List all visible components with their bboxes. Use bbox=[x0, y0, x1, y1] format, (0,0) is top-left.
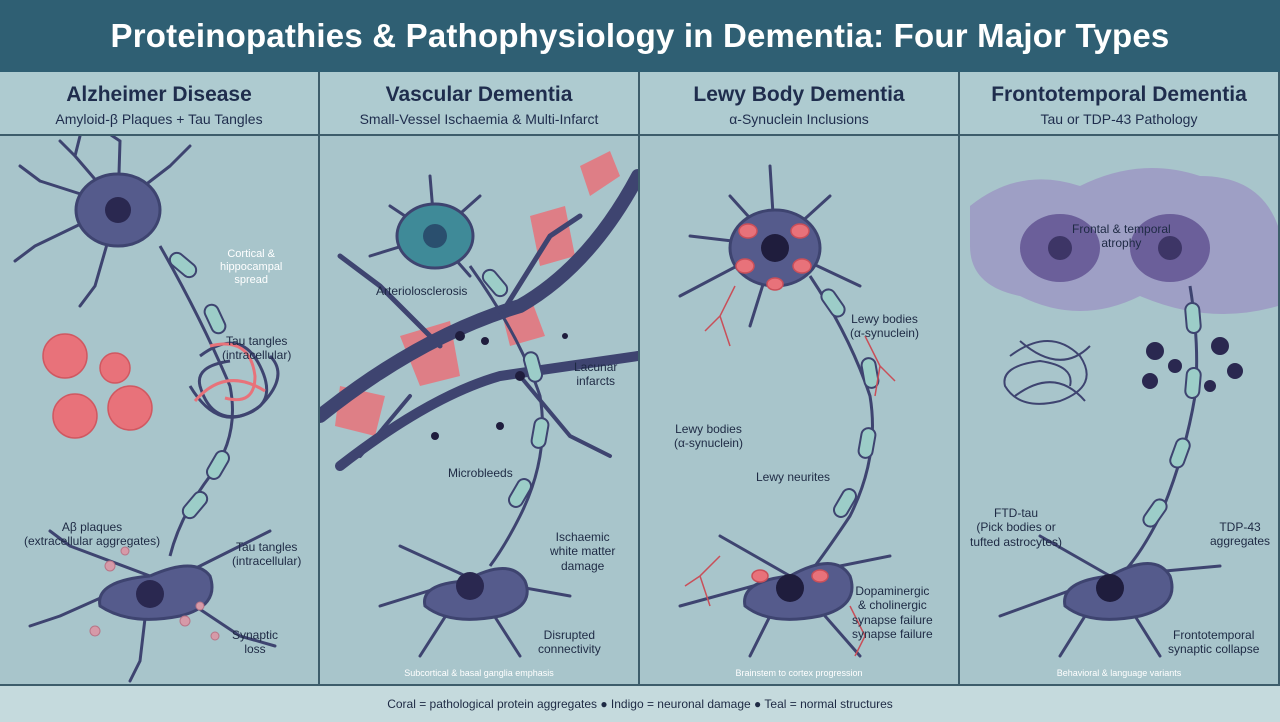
label-synaptic-loss: Synaptic loss bbox=[232, 628, 278, 657]
panel-subtitle: α-Synuclein Inclusions bbox=[640, 111, 958, 127]
panel-alzheimer: Alzheimer Disease Amyloid-β Plaques + Ta… bbox=[0, 72, 320, 684]
label-lacunar: Lacunar infarcts bbox=[574, 360, 617, 389]
label-lewy-neurites: Lewy neurites bbox=[756, 470, 830, 484]
label-ischaemic: Ischaemic white matter damage bbox=[550, 530, 615, 573]
label-tdp43: TDP-43 aggregates bbox=[1210, 520, 1270, 549]
panel-lewy: Lewy Body Dementia α-Synuclein Inclusion… bbox=[640, 72, 960, 684]
label-abeta: Aβ plaques (extracellular aggregates) bbox=[24, 520, 160, 549]
label-tau-2: Tau tangles (intracellular) bbox=[232, 540, 301, 569]
panel-vascular: Vascular Dementia Small-Vessel Ischaemia… bbox=[320, 72, 640, 684]
ftd-tau-icon bbox=[1004, 341, 1090, 404]
label-disrupted: Disrupted connectivity bbox=[538, 628, 601, 657]
page-title: Proteinopathies & Pathophysiology in Dem… bbox=[111, 17, 1170, 55]
label-dopaminergic: Dopaminergic & cholinergic synapse failu… bbox=[852, 584, 933, 642]
panel-subtitle: Amyloid-β Plaques + Tau Tangles bbox=[0, 111, 318, 127]
label-microbleeds: Microbleeds bbox=[448, 466, 513, 480]
title-bar: Proteinopathies & Pathophysiology in Dem… bbox=[0, 0, 1280, 72]
label-arteriolosclerosis: Arteriolosclerosis bbox=[376, 284, 467, 298]
panel-header: Alzheimer Disease Amyloid-β Plaques + Ta… bbox=[0, 72, 318, 136]
alzheimer-illustration bbox=[0, 136, 318, 684]
panel-header: Frontotemporal Dementia Tau or TDP-43 Pa… bbox=[960, 72, 1278, 136]
label-ftd-tau: FTD-tau (Pick bodies or tufted astrocyte… bbox=[970, 506, 1062, 549]
label-atrophy: Frontal & temporal atrophy bbox=[1072, 222, 1171, 251]
panel-subtitle: Tau or TDP-43 Pathology bbox=[960, 111, 1278, 127]
label-collapse: Frontotemporal synaptic collapse bbox=[1168, 628, 1259, 657]
nucleus-icon bbox=[423, 224, 447, 248]
label-lewy-bodies-2: Lewy bodies (α-synuclein) bbox=[674, 422, 743, 451]
label-tau-1: Tau tangles (intracellular) bbox=[222, 334, 291, 363]
panel-footer: Subcortical & basal ganglia emphasis bbox=[320, 668, 638, 678]
legend: Coral = pathological protein aggregates … bbox=[0, 684, 1280, 722]
panel-title: Frontotemporal Dementia bbox=[960, 83, 1278, 107]
label-cortical: Cortical & hippocampal spread bbox=[220, 248, 282, 288]
vascular-illustration bbox=[320, 136, 638, 666]
nucleus-icon bbox=[105, 197, 131, 223]
panel-title: Lewy Body Dementia bbox=[640, 83, 958, 107]
panel-subtitle: Small-Vessel Ischaemia & Multi-Infarct bbox=[320, 111, 638, 127]
label-lewy-bodies-1: Lewy bodies (α-synuclein) bbox=[850, 312, 919, 341]
panel-header: Vascular Dementia Small-Vessel Ischaemia… bbox=[320, 72, 638, 136]
panel-frontotemporal: Frontotemporal Dementia Tau or TDP-43 Pa… bbox=[960, 72, 1280, 684]
nucleus-icon bbox=[136, 580, 164, 608]
panel-header: Lewy Body Dementia α-Synuclein Inclusion… bbox=[640, 72, 958, 136]
amyloid-plaque-icon bbox=[43, 334, 152, 438]
frontotemporal-illustration bbox=[960, 136, 1278, 666]
nucleus-icon bbox=[456, 572, 484, 600]
panel-footer: Brainstem to cortex progression bbox=[640, 668, 958, 678]
panel-footer: Behavioral & language variants bbox=[960, 668, 1278, 678]
panel-title: Alzheimer Disease bbox=[0, 83, 318, 107]
panel-title: Vascular Dementia bbox=[320, 83, 638, 107]
